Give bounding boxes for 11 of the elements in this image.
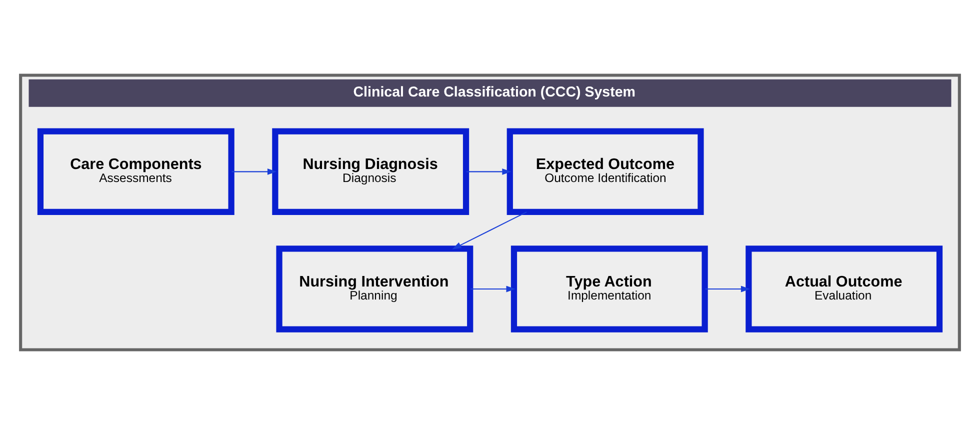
- arrow: [705, 286, 750, 292]
- arrow: [232, 168, 277, 175]
- node-box: Type Action Implementation: [510, 246, 708, 332]
- arrow: [466, 168, 512, 175]
- node-box: Actual Outcome Evaluation: [746, 246, 943, 332]
- node-box: Nursing Intervention Planning: [276, 246, 474, 332]
- arrow: [470, 286, 516, 292]
- arrow: [452, 212, 527, 250]
- node-box: Care Components Assessments: [37, 128, 234, 216]
- node-box: Nursing Diagnosis Diagnosis: [272, 128, 470, 216]
- node-box: Expected Outcome Outcome Identification: [506, 128, 704, 216]
